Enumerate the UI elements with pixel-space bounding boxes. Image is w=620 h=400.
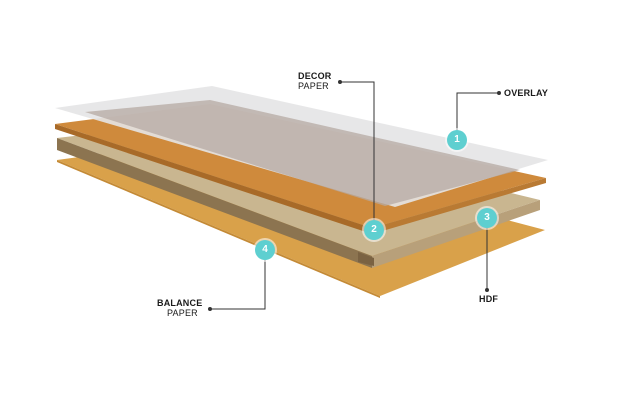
balance-leader-dot bbox=[208, 307, 212, 311]
label-balance-paper: BALANCE PAPER bbox=[157, 299, 202, 318]
badge-overlay: 1 bbox=[447, 130, 467, 150]
label-balance-subtext: PAPER bbox=[167, 308, 198, 318]
badge-balance-paper: 4 bbox=[255, 240, 275, 260]
label-balance-text: BALANCE bbox=[157, 298, 203, 308]
label-decor-text: DECOR bbox=[298, 71, 332, 81]
overlay-leader-line bbox=[456, 92, 499, 140]
decor-wood-front-edge bbox=[55, 124, 372, 234]
hdf-front-face bbox=[57, 138, 372, 268]
balance-leader-line bbox=[210, 249, 266, 310]
label-overlay-text: OVERLAY bbox=[504, 88, 549, 98]
label-decor-subtext: PAPER bbox=[298, 81, 329, 91]
label-hdf-text: HDF bbox=[479, 294, 499, 304]
label-overlay: OVERLAY bbox=[504, 89, 548, 98]
overlay-leader-dot bbox=[497, 91, 501, 95]
balance-paper-edge bbox=[57, 160, 380, 298]
badge-hdf: 3 bbox=[477, 208, 497, 228]
decor-leader-line bbox=[340, 81, 375, 230]
label-decor-paper: DECOR PAPER bbox=[298, 72, 332, 91]
hdf-right-face bbox=[372, 200, 540, 268]
decor-leader-dot bbox=[338, 80, 342, 84]
badge-decor-paper: 2 bbox=[364, 220, 384, 240]
hdf-leader-dot bbox=[485, 288, 489, 292]
hdf-tongue bbox=[358, 252, 374, 266]
decor-wood-side-edge bbox=[372, 178, 546, 234]
overlay-inner-tint bbox=[85, 100, 520, 206]
label-hdf: HDF bbox=[479, 295, 498, 304]
